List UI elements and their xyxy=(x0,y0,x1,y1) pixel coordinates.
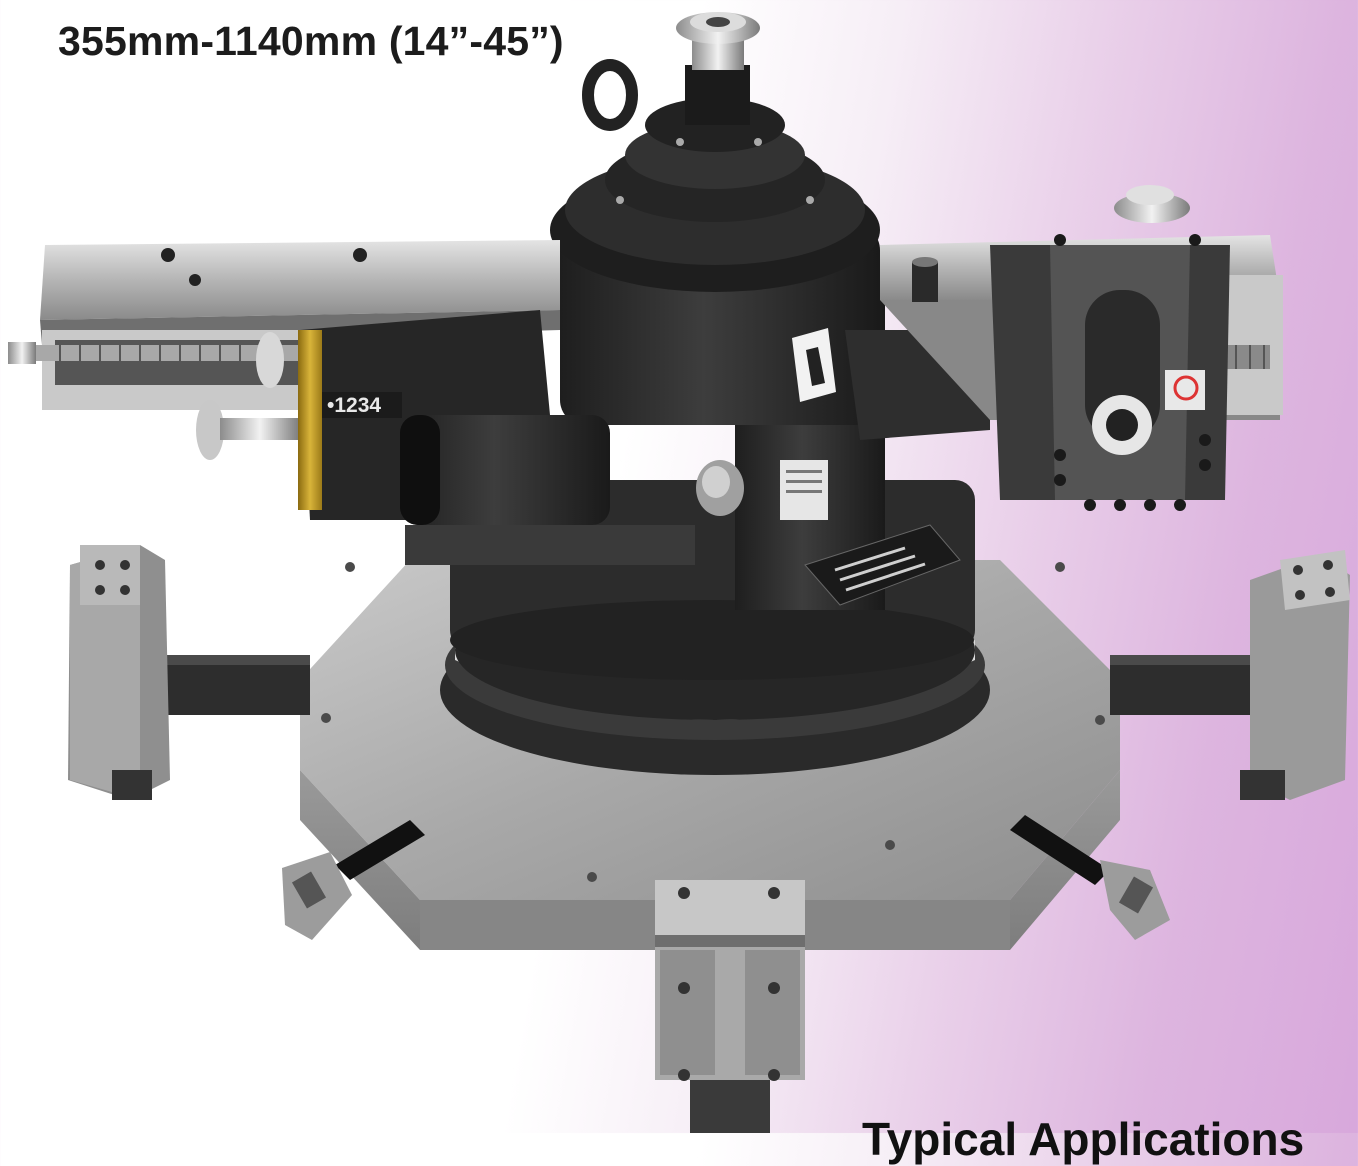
tool-feed-module: •1234 xyxy=(298,310,695,565)
diameter-range-heading: 355mm-1140mm (14”-45”) xyxy=(58,18,564,64)
feed-dial-numbers: •1234 xyxy=(327,394,381,417)
right-diagonal-leg xyxy=(1010,815,1170,940)
right-tool-slide xyxy=(880,185,1283,511)
typical-applications-heading: Typical Applications xyxy=(862,1113,1305,1165)
left-clamp-arm xyxy=(68,545,310,800)
left-diagonal-leg xyxy=(282,820,425,940)
right-clamp-arm xyxy=(1110,550,1350,800)
front-clamp-foot xyxy=(655,880,805,1133)
top-motor-head xyxy=(550,12,880,292)
orbital-cutting-machine-photo: •1234 xyxy=(8,12,1350,1133)
